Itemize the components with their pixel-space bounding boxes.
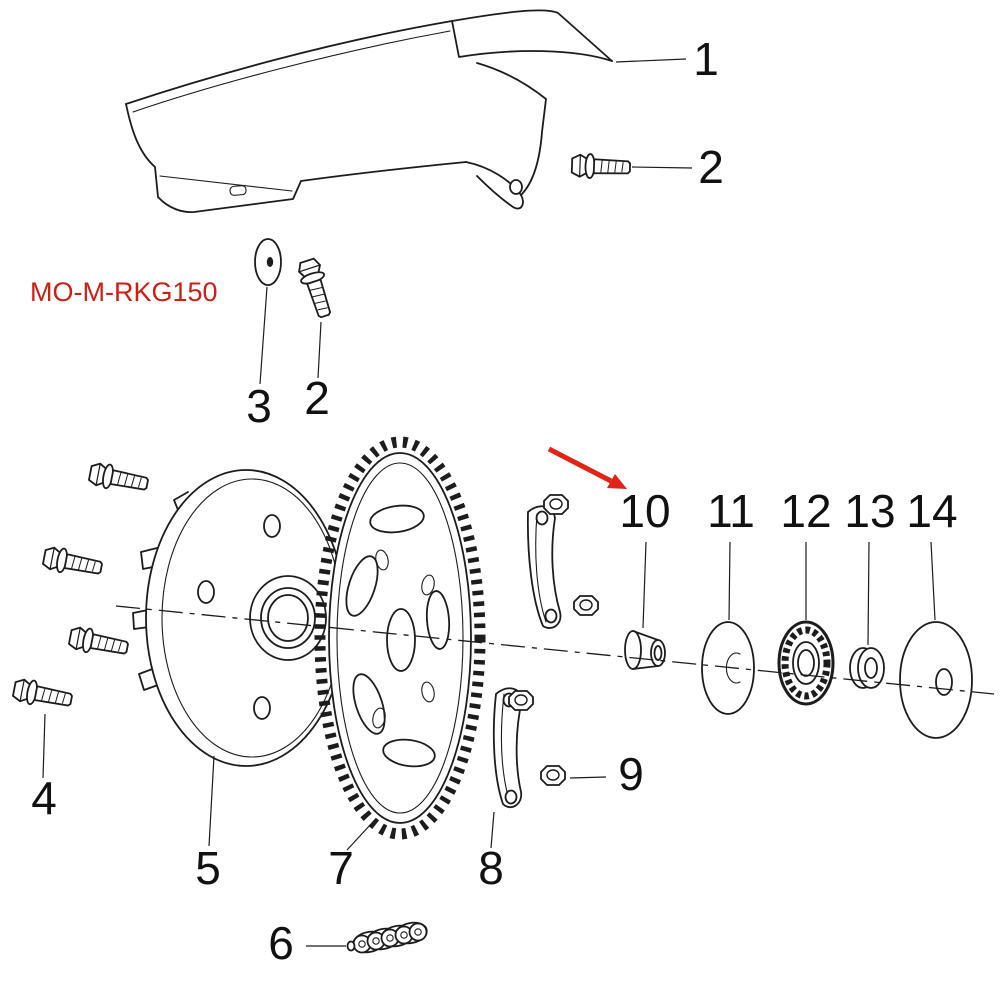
sprocket-bolt-hole bbox=[421, 574, 435, 596]
spacer-ring-13 bbox=[849, 647, 885, 689]
plate-hole bbox=[504, 789, 518, 805]
hex-nut bbox=[543, 494, 569, 515]
leader-1 bbox=[615, 58, 687, 63]
part-label-6: 6 bbox=[268, 917, 294, 969]
part-label-3: 3 bbox=[246, 380, 272, 432]
spacer-disc-11 bbox=[701, 621, 755, 715]
flange-bolt bbox=[87, 460, 151, 497]
arrow-shaft bbox=[547, 446, 613, 484]
bearing-bore bbox=[797, 649, 815, 677]
sprocket-bolt-hole bbox=[375, 549, 389, 571]
part-label-14: 14 bbox=[906, 485, 957, 537]
bearing-balls bbox=[781, 626, 831, 700]
spacer-bore bbox=[725, 652, 741, 684]
sprocket-bolt-hole bbox=[421, 681, 435, 703]
hex-nut bbox=[508, 690, 534, 711]
sprocket-center-hole bbox=[386, 608, 416, 672]
sprocket-7 bbox=[314, 436, 486, 840]
model-code-text: MO-M-RKG150 bbox=[30, 277, 218, 307]
flange-bolt bbox=[41, 544, 105, 581]
hex-nut bbox=[540, 765, 566, 786]
leader-8 bbox=[490, 811, 495, 849]
arrow-head bbox=[607, 474, 627, 489]
bushing-bore bbox=[653, 645, 663, 661]
hub-cushion-tabs bbox=[132, 491, 194, 691]
washer-3 bbox=[254, 238, 282, 286]
leader-lines bbox=[42, 58, 936, 947]
bushing-10 bbox=[624, 630, 666, 670]
disc-bore bbox=[935, 668, 953, 696]
part-label-8: 8 bbox=[478, 842, 504, 894]
washer-disc-14 bbox=[899, 621, 973, 739]
part-label-2-upper: 2 bbox=[698, 141, 724, 193]
leader-2-upper bbox=[631, 166, 693, 169]
hub-bolt-hole bbox=[263, 514, 281, 538]
leader-5 bbox=[208, 755, 215, 847]
sprocket-slot bbox=[345, 555, 379, 617]
ring-bore bbox=[864, 657, 878, 679]
hub-bolt-hole bbox=[197, 580, 215, 604]
plate-hole bbox=[535, 510, 549, 526]
sprocket-slot bbox=[382, 738, 436, 768]
part-label-2-lower: 2 bbox=[304, 372, 330, 424]
part-label-1: 1 bbox=[693, 33, 719, 85]
flange-bolt bbox=[570, 152, 632, 181]
part-label-10: 10 bbox=[619, 485, 670, 537]
retainer-plate-8-upper bbox=[526, 505, 562, 629]
leader-10 bbox=[642, 541, 647, 629]
guard-bracket-hole bbox=[509, 179, 523, 195]
washer-hole bbox=[266, 257, 274, 267]
leader-9 bbox=[569, 776, 607, 779]
hub-center-boss bbox=[249, 575, 327, 661]
part-label-5: 5 bbox=[195, 842, 221, 894]
hub-bolt-hole bbox=[253, 696, 271, 720]
hex-nut bbox=[573, 595, 599, 616]
leader-14 bbox=[930, 541, 936, 621]
bearing-12 bbox=[777, 620, 835, 706]
flange-bolt bbox=[67, 624, 131, 661]
part-label-4: 4 bbox=[31, 772, 57, 824]
flange-bolt-2-lower bbox=[294, 256, 338, 321]
leader-3 bbox=[259, 286, 268, 385]
chain-segment-6 bbox=[346, 921, 428, 954]
chain-pin bbox=[346, 940, 356, 952]
center-axis-line bbox=[115, 605, 995, 695]
sprocket-teeth bbox=[314, 436, 486, 840]
sprocket-bolt-hole bbox=[372, 707, 386, 729]
leader-11 bbox=[728, 541, 731, 621]
guard-slot bbox=[229, 185, 247, 196]
leader-13 bbox=[867, 541, 870, 646]
part-label-13: 13 bbox=[844, 485, 895, 537]
part-labels: 1 2 3 2 4 5 6 7 8 9 10 11 12 13 14 bbox=[31, 33, 957, 969]
mounting-bolts-4 bbox=[11, 460, 151, 713]
part-label-9: 9 bbox=[618, 748, 644, 800]
sprocket-slot bbox=[425, 590, 451, 650]
leader-7 bbox=[346, 823, 372, 851]
sprocket-slot bbox=[352, 673, 386, 735]
leader-4 bbox=[42, 713, 46, 779]
plate-hole bbox=[544, 608, 558, 624]
part-label-11: 11 bbox=[707, 485, 755, 537]
chain-guard bbox=[125, 9, 613, 213]
leader-2-lower bbox=[317, 321, 322, 379]
part-label-12: 12 bbox=[780, 485, 831, 537]
flange-bolt bbox=[294, 256, 338, 321]
sprocket-slot bbox=[369, 504, 425, 534]
hub-carrier-5 bbox=[132, 469, 347, 767]
flange-bolt-2-upper bbox=[570, 152, 632, 181]
pointer-arrow bbox=[547, 446, 627, 489]
flange-bolt bbox=[11, 676, 75, 713]
part-label-7: 7 bbox=[328, 842, 354, 894]
